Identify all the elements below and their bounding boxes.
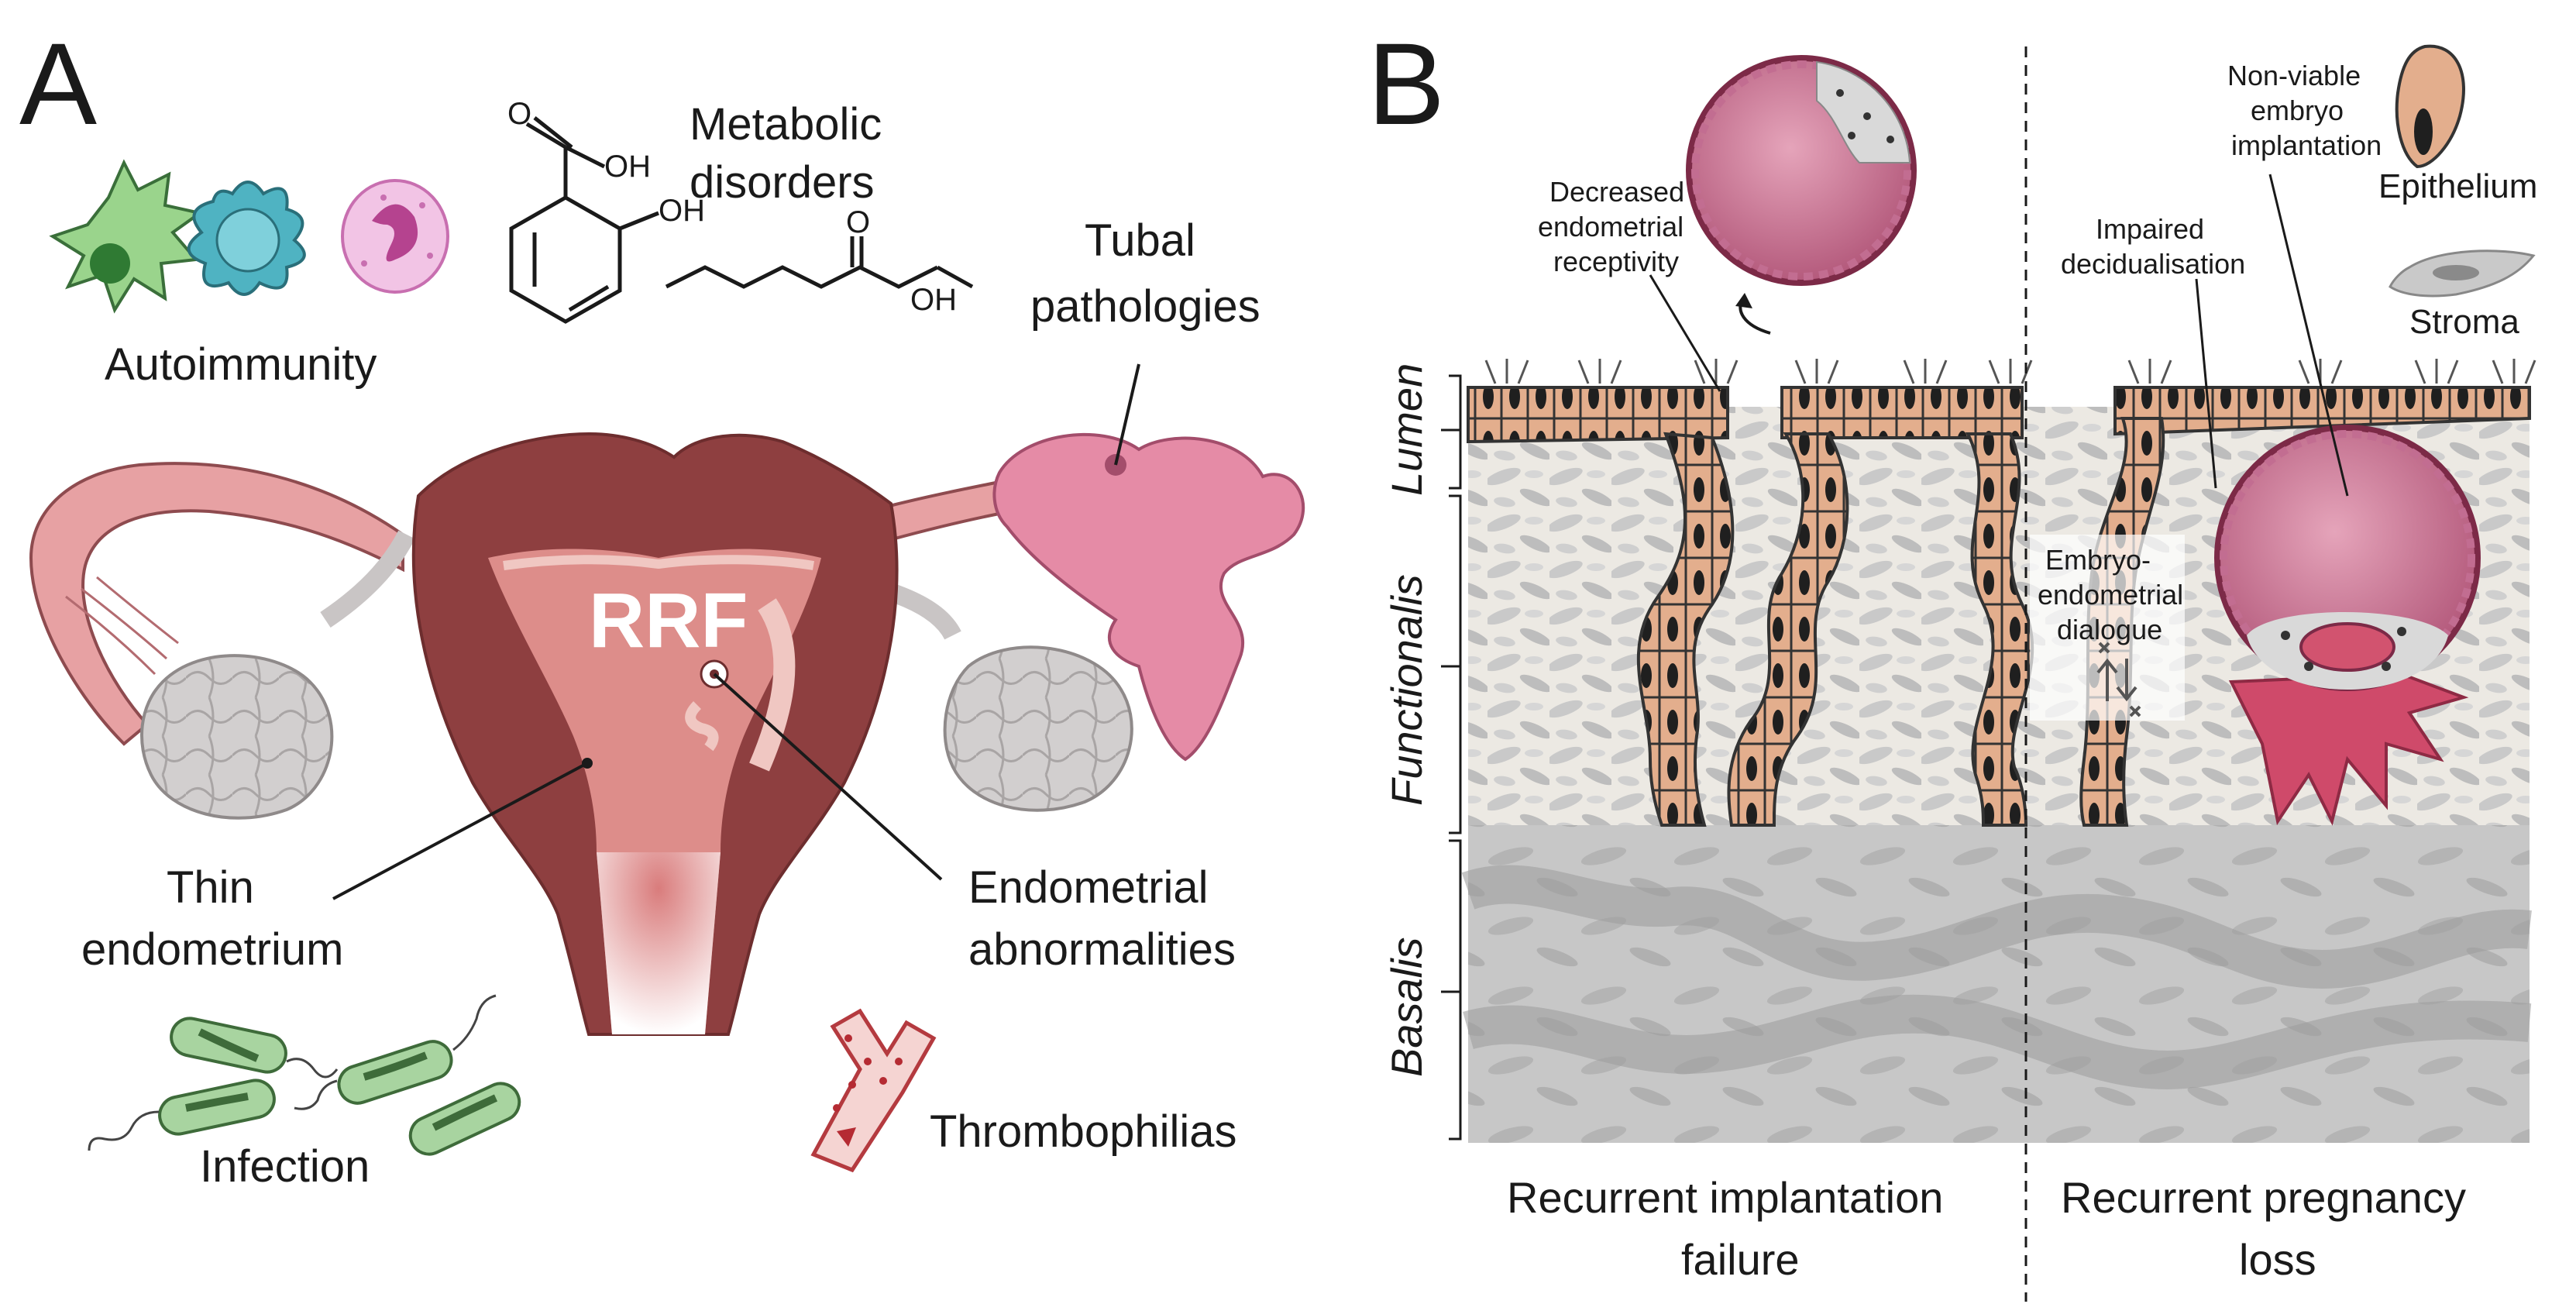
chem-oh-mid: OH (659, 194, 705, 228)
dialogue-line3: dialogue (2057, 614, 2162, 645)
nonviable-line2: embryo (2251, 95, 2344, 126)
salicylic-acid-structure (509, 116, 659, 324)
panel-b: B Embryo- endometrial (1367, 19, 2537, 1302)
basalis-label: Basalis (1382, 937, 1431, 1077)
lumen-label: Lumen (1382, 363, 1431, 496)
cilia (1484, 359, 2536, 384)
thin-endometrium-line2: endometrium (81, 924, 343, 975)
decreased-line3: receptivity (1553, 246, 1679, 277)
uterine-cavity (488, 549, 821, 1034)
hydrosalpinx (992, 433, 1305, 762)
autoimmunity-label: Autoimmunity (105, 339, 377, 390)
right-ovary (943, 645, 1133, 812)
implanting-embryo (2214, 425, 2481, 826)
panel-a-letter: A (19, 19, 97, 149)
epithelium-legend-label: Epithelium (2378, 167, 2537, 205)
endometrial-abnormalities-line2: abnormalities (968, 924, 1236, 975)
impaired-line1: Impaired (2096, 213, 2204, 245)
layer-brackets (1441, 374, 1462, 1141)
macrophage-icon (187, 181, 306, 296)
neutrophil-icon (341, 179, 449, 294)
chem-o-top: O (507, 97, 531, 131)
luminal-epithelium-rpl (2113, 386, 2531, 436)
endometrial-abnormalities-line1: Endometrial (968, 862, 1208, 913)
fatty-acid-structure (665, 236, 974, 289)
rif-label-line1: Recurrent implantation (1507, 1173, 1943, 1222)
metabolic-label-line1: Metabolic (690, 99, 882, 150)
gland-3 (1965, 432, 2034, 827)
uterus-illustration (29, 432, 1305, 1036)
blastocyst (1686, 55, 1917, 286)
infection-label: Infection (200, 1141, 370, 1192)
gland-1 (1636, 432, 1735, 827)
functionalis-label: Functionalis (1382, 574, 1431, 806)
rpl-label-line2: loss (2239, 1235, 2316, 1284)
thin-endometrium-line1: Thin (167, 862, 254, 913)
tubal-leader (1114, 363, 1140, 466)
nonviable-line3: implantation (2231, 129, 2382, 161)
stroma-legend-label: Stroma (2409, 303, 2519, 341)
epithelium-legend-icon (2395, 44, 2465, 169)
rpl-label-line1: Recurrent pregnancy (2061, 1173, 2466, 1222)
thin-leader (332, 762, 588, 900)
chem-o: O (846, 205, 870, 239)
left-ovary (140, 654, 334, 820)
basalis-layer (1468, 825, 2530, 1143)
luminal-epithelium-rif-2 (1780, 386, 2024, 439)
tubal-label-line2: pathologies (1030, 281, 1260, 332)
gland-2 (1727, 432, 1849, 827)
impaired-line2: decidualisation (2061, 248, 2245, 280)
immune-cells-icon (49, 159, 449, 314)
lymphocyte-icon (49, 159, 204, 314)
tubal-label-line1: Tubal (1085, 215, 1195, 266)
endometrial-leader (713, 673, 943, 881)
dialogue-line2: endometrial (2038, 579, 2183, 611)
metabolic-label-line2: disorders (690, 157, 875, 208)
rrf-label: RRF (589, 577, 748, 664)
chem-oh-right: OH (910, 283, 957, 317)
bacteria-icon (88, 994, 521, 1156)
chem-oh-top: OH (604, 150, 651, 184)
luminal-epithelium-rif (1467, 386, 1729, 444)
panel-a: A Autoimmunity (19, 19, 1305, 1192)
panel-b-letter: B (1367, 19, 1445, 149)
stroma-legend-icon (2389, 249, 2536, 298)
dialogue-line1: Embryo- (2045, 544, 2151, 576)
rif-label-line2: failure (1681, 1235, 1800, 1284)
thrombophilias-label: Thrombophilias (930, 1106, 1237, 1157)
nonviable-line1: Non-viable (2227, 60, 2361, 91)
decreased-line2: endometrial (1538, 211, 1684, 243)
blood-vessel-icon (810, 1008, 937, 1173)
decreased-line1: Decreased (1549, 176, 1684, 208)
left-fallopian-tube (29, 462, 404, 746)
blocked-arrows-icon (2096, 642, 2141, 717)
